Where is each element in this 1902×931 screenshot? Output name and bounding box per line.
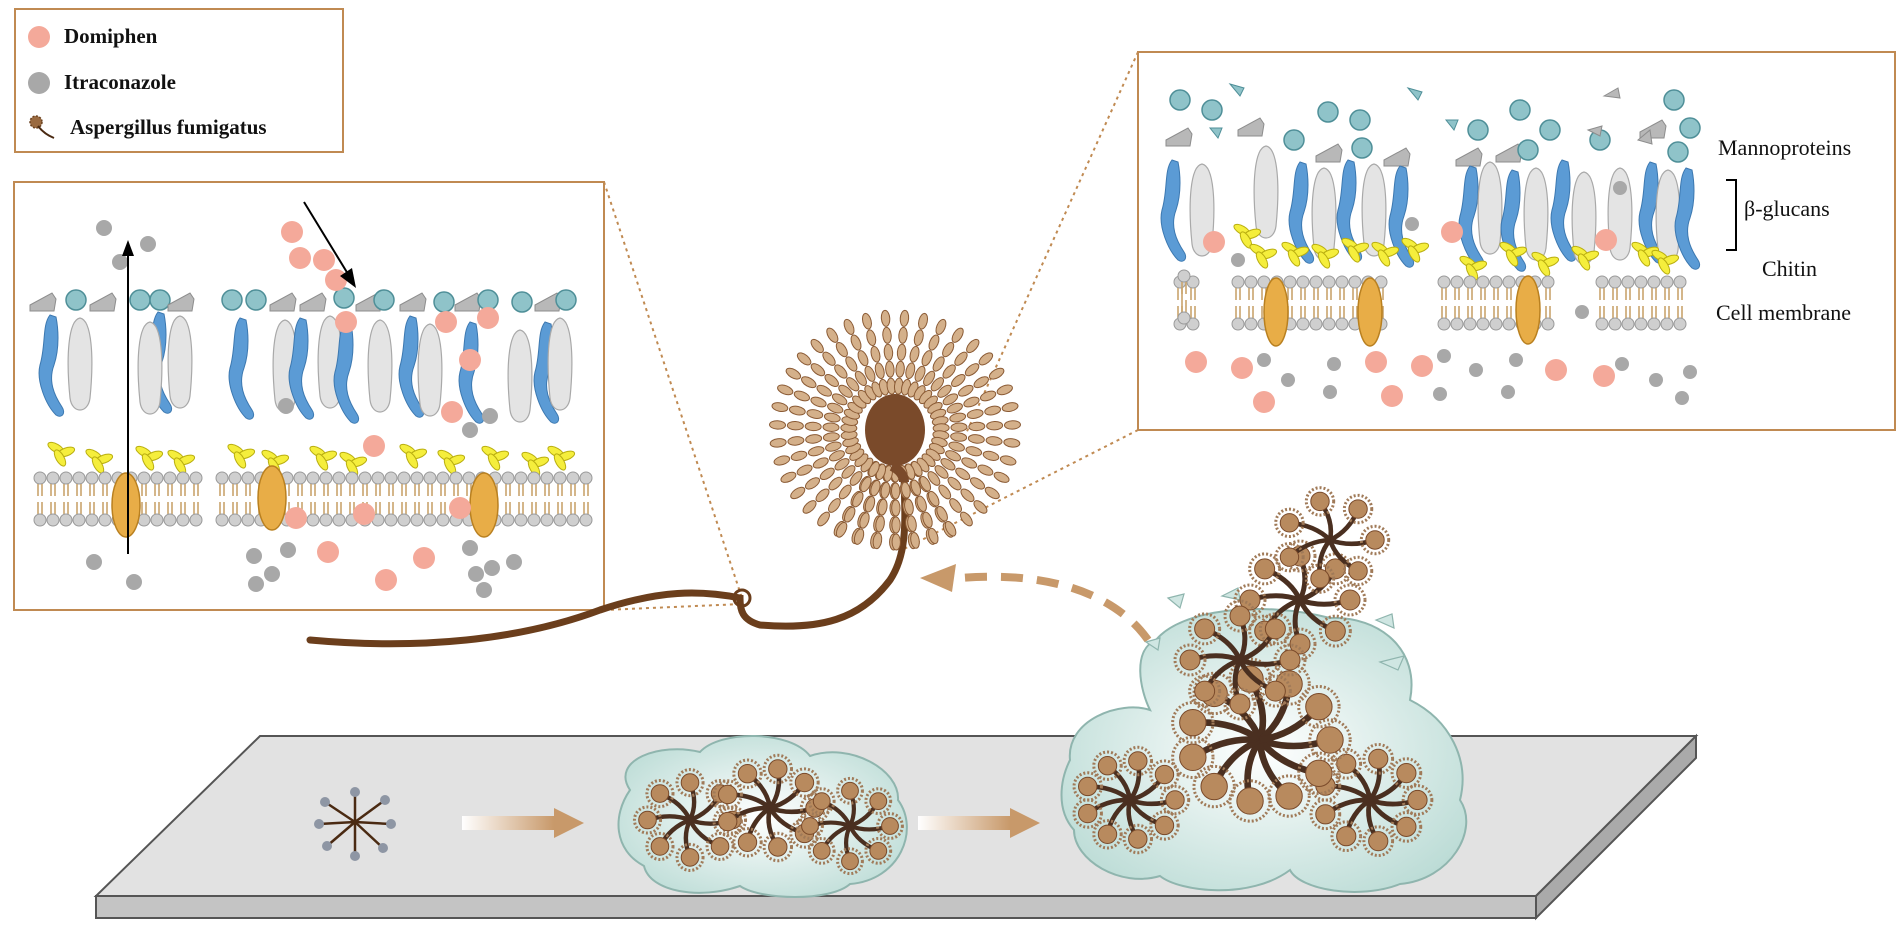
legend-label: Itraconazole xyxy=(64,70,176,94)
left-membrane-panel xyxy=(13,181,605,611)
legend-item-itraconazole: Itraconazole xyxy=(28,70,176,95)
itraconazole-molecules xyxy=(1231,181,1697,405)
membrane-protein xyxy=(111,472,141,538)
legend-item-domiphen: Domiphen xyxy=(28,24,157,49)
membrane-protein xyxy=(1357,277,1383,347)
right-membrane-panel xyxy=(1137,51,1896,431)
domiphen-molecules xyxy=(281,221,499,591)
legend: Domiphen Itraconazole Aspergillus fumiga… xyxy=(14,8,344,153)
label-cell-membrane: Cell membrane xyxy=(1716,300,1852,325)
germinating-spore xyxy=(314,787,396,861)
legend-item-aspergillus: Aspergillus fumigatus xyxy=(28,114,267,140)
legend-label: Domiphen xyxy=(64,24,158,48)
aspergillus-conidiophore xyxy=(306,309,1021,648)
itraconazole-dot-icon xyxy=(28,71,50,94)
membrane-protein xyxy=(1263,277,1289,347)
legend-label: Aspergillus fumigatus xyxy=(70,114,267,139)
mature-biofilm xyxy=(1060,486,1468,893)
membrane-protein xyxy=(257,465,287,531)
membrane-protein xyxy=(469,472,499,538)
label-mannoproteins: Mannoproteins xyxy=(1718,135,1852,160)
fungus-icon xyxy=(29,115,55,139)
label-chitin: Chitin xyxy=(1762,256,1818,281)
mannoprotein-layer xyxy=(1165,83,1701,167)
label-beta-glucans: β-glucans xyxy=(1744,196,1830,221)
membrane-protein xyxy=(1515,275,1541,345)
itraconazole-molecules xyxy=(86,220,522,598)
dispersal-arrow xyxy=(920,564,1152,643)
domiphen-dot-icon xyxy=(28,25,50,48)
early-biofilm xyxy=(617,735,908,898)
penetration-arrow xyxy=(303,201,349,275)
progression-arrows xyxy=(462,808,1040,838)
domiphen-molecules xyxy=(1185,221,1617,413)
glucan-bracket xyxy=(1726,179,1737,251)
